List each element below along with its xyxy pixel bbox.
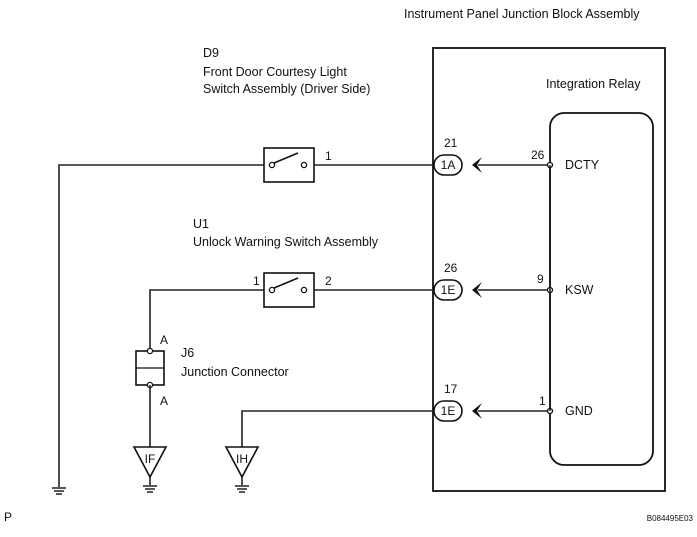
u1-pin-b: 2 bbox=[325, 274, 332, 288]
connector-1e-upper-code: 1E bbox=[441, 283, 456, 297]
gnd-name: GND bbox=[565, 404, 593, 418]
connector-1a bbox=[433, 154, 463, 176]
d9-switch-blade bbox=[273, 152, 299, 164]
relay-title: Integration Relay bbox=[546, 77, 641, 91]
ground-ih-triangle bbox=[224, 446, 260, 479]
dcty-name: DCTY bbox=[565, 158, 600, 172]
j6-bottom-pin: A bbox=[160, 394, 168, 408]
connector-1e-upper-pin: 26 bbox=[444, 261, 458, 275]
wire-u1-junction bbox=[149, 289, 264, 351]
u1-code: U1 bbox=[193, 217, 209, 231]
u1-pin-a: 1 bbox=[253, 274, 260, 288]
block-title: Instrument Panel Junction Block Assembly bbox=[404, 7, 640, 21]
ground-if-label: IF bbox=[145, 452, 156, 466]
j6-code: J6 bbox=[181, 346, 194, 360]
connector-1a-code: 1A bbox=[441, 158, 456, 172]
u1-switch-contact-left bbox=[268, 286, 276, 294]
u1-name: Unlock Warning Switch Assembly bbox=[193, 235, 379, 249]
gnd-pin-num: 1 bbox=[539, 394, 546, 408]
connector-1a-arrow bbox=[472, 157, 482, 173]
corner-left-label: P bbox=[4, 510, 12, 524]
d9-name-line2: Switch Assembly (Driver Side) bbox=[203, 82, 370, 96]
d9-code: D9 bbox=[203, 46, 219, 60]
connector-1e-lower-pin: 17 bbox=[444, 382, 458, 396]
connector-1e-upper-arrow bbox=[472, 282, 482, 298]
d9-pin: 1 bbox=[325, 149, 332, 163]
u1-switch-contact-right bbox=[300, 286, 308, 294]
ground-if-triangle bbox=[132, 446, 168, 479]
d9-switch-contact-right bbox=[300, 161, 308, 169]
connector-1e-lower bbox=[433, 400, 463, 422]
connector-1e-upper bbox=[433, 279, 463, 301]
wire-d9-ground bbox=[58, 164, 264, 487]
ksw-pin-num: 9 bbox=[537, 272, 544, 286]
j6-name: Junction Connector bbox=[181, 365, 289, 379]
ksw-name: KSW bbox=[565, 283, 594, 297]
junction-block-outline bbox=[432, 47, 666, 492]
u1-switch-blade bbox=[273, 277, 299, 289]
d9-name-line1: Front Door Courtesy Light bbox=[203, 65, 347, 79]
dcty-pin-num: 26 bbox=[531, 148, 545, 162]
connector-1a-pin: 21 bbox=[444, 136, 458, 150]
connector-1e-lower-arrow bbox=[472, 403, 482, 419]
j6-top-node bbox=[146, 347, 154, 355]
corner-right-code: B084495E03 bbox=[647, 514, 694, 523]
ground-ih-label: IH bbox=[236, 452, 248, 466]
wire-ih-connector bbox=[241, 410, 434, 447]
j6-top-pin: A bbox=[160, 333, 168, 347]
d9-switch-contact-left bbox=[268, 161, 276, 169]
connector-1e-lower-code: 1E bbox=[441, 404, 456, 418]
